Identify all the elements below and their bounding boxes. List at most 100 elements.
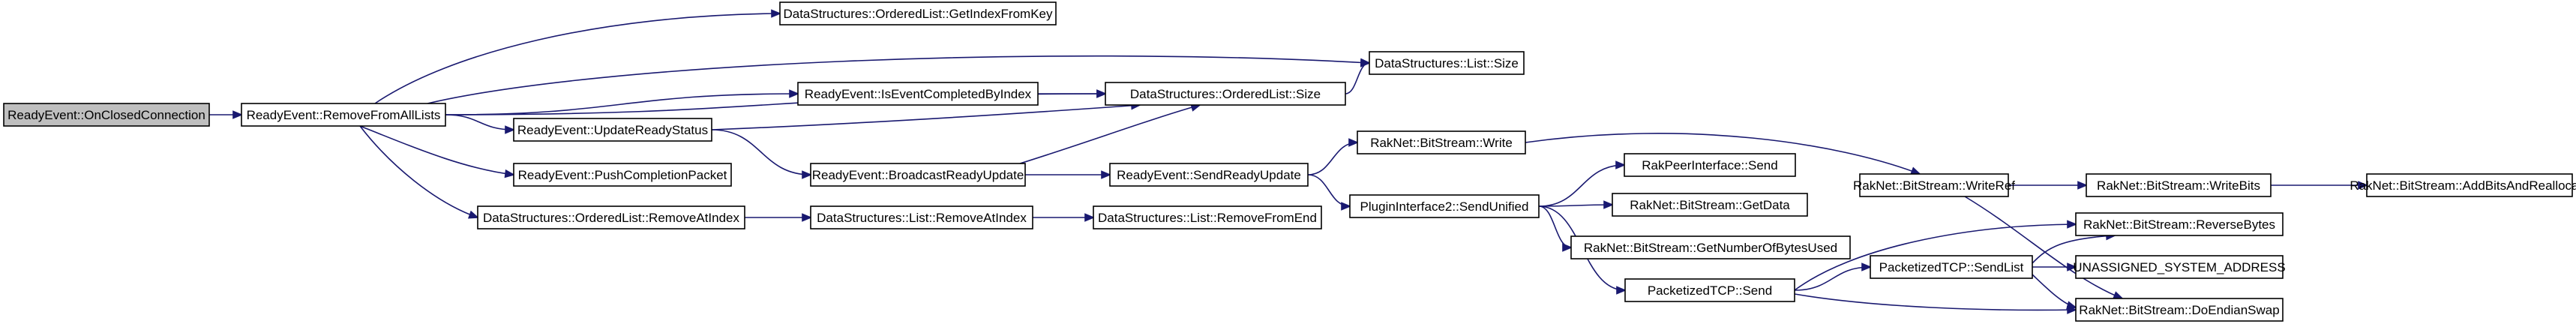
graph-node[interactable]: ReadyEvent::SendReadyUpdate: [1109, 163, 1309, 187]
node-box: [1093, 206, 1322, 230]
node-label: DataStructures::List::Size: [1375, 56, 1519, 70]
node-box: [1859, 173, 2009, 197]
graph-node[interactable]: RakNet::BitStream::DoEndianSwap: [2075, 298, 2284, 322]
node-label: ReadyEvent::SendReadyUpdate: [1117, 168, 1301, 182]
node-label: PacketizedTCP::Send: [1648, 284, 1772, 298]
node-box: [2075, 212, 2284, 236]
node-label: PacketizedTCP::SendList: [1879, 260, 2024, 274]
graph-node[interactable]: UNASSIGNED_SYSTEM_ADDRESS: [2073, 255, 2286, 279]
edge-n1-to-n4: [445, 89, 800, 116]
node-label: ReadyEvent::OnClosedConnection: [7, 108, 205, 122]
node-label: RakNet::BitStream::AddBitsAndReallocate: [2350, 178, 2576, 193]
node-label: DataStructures::OrderedList::GetIndexFro…: [783, 7, 1053, 21]
node-box: [513, 163, 732, 187]
edge-n0-to-n1: [209, 110, 244, 119]
node-label: DataStructures::List::RemoveAtIndex: [817, 211, 1027, 225]
edge-n8-to-n10: [745, 213, 813, 222]
node-label: ReadyEvent::IsEventCompletedByIndex: [805, 87, 1032, 101]
node-box: [810, 206, 1033, 230]
graph-node[interactable]: ReadyEvent::IsEventCompletedByIndex: [797, 82, 1039, 106]
graph-node[interactable]: PluginInterface2::SendUnified: [1349, 194, 1540, 218]
node-label: ReadyEvent::UpdateReadyStatus: [517, 123, 708, 137]
edge-n19-to-n20: [2008, 181, 2089, 190]
node-label: DataStructures::OrderedList::Size: [1130, 87, 1321, 101]
edge-n6-to-n9: [711, 129, 813, 179]
node-box: [1570, 236, 1851, 260]
edge-n1-to-n6: [445, 114, 516, 134]
node-box: [1349, 194, 1540, 218]
edge-n10-to-n11: [1033, 213, 1096, 222]
graph-node[interactable]: RakNet::BitStream::GetData: [1612, 193, 1808, 217]
graph-node[interactable]: RakNet::BitStream::GetNumberOfBytesUsed: [1570, 236, 1851, 260]
edge-n18-to-n25: [1794, 293, 2078, 314]
graph-node[interactable]: RakPeerInterface::Send: [1624, 153, 1796, 177]
node-label: RakNet::BitStream::WriteRef: [1853, 178, 2015, 193]
edge-n23-to-n24: [2032, 262, 2078, 272]
node-label: PluginInterface2::SendUnified: [1360, 200, 1529, 214]
edge-n1-to-n2: [374, 9, 782, 104]
edge-n14-to-n16: [1538, 200, 1615, 209]
node-label: ReadyEvent::BroadcastReadyUpdate: [812, 168, 1024, 182]
graph-node[interactable]: DataStructures::List::RemoveFromEnd: [1093, 206, 1322, 230]
node-box: [241, 103, 446, 127]
edge-n12-to-n13: [1307, 138, 1360, 176]
graph-node[interactable]: RakNet::BitStream::AddBitsAndReallocate: [2350, 173, 2576, 197]
graph-node[interactable]: DataStructures::List::Size: [1369, 51, 1525, 75]
graph-node[interactable]: RakNet::BitStream::WriteRef: [1853, 173, 2015, 197]
node-box: [3, 103, 210, 127]
node-box: [477, 206, 745, 230]
graph-node[interactable]: RakNet::BitStream::WriteBits: [2086, 173, 2272, 197]
graph-node[interactable]: ReadyEvent::OnClosedConnection: [3, 103, 210, 127]
graph-node[interactable]: RakNet::BitStream::Write: [1357, 130, 1526, 154]
edge-n23-to-n25: [2032, 274, 2078, 310]
graph-node[interactable]: ReadyEvent::UpdateReadyStatus: [513, 118, 712, 142]
node-box: [1109, 163, 1309, 187]
node-box: [1870, 255, 2033, 279]
node-box: [797, 82, 1039, 106]
graph-node[interactable]: DataStructures::OrderedList::Size: [1105, 82, 1346, 106]
node-label: RakNet::BitStream::GetData: [1630, 198, 1790, 212]
edge-n12-to-n14: [1307, 174, 1352, 211]
graph-node[interactable]: PacketizedTCP::Send: [1624, 278, 1795, 302]
node-box: [1624, 153, 1796, 177]
node-box: [2075, 298, 2284, 322]
node-label: DataStructures::OrderedList::RemoveAtInd…: [483, 211, 740, 225]
edge-n1-to-n7: [359, 125, 516, 178]
edge-n20-to-n21: [2271, 181, 2369, 190]
node-box: [2366, 173, 2573, 197]
node-label: DataStructures::List::RemoveFromEnd: [1098, 211, 1317, 225]
node-box: [1369, 51, 1525, 75]
node-box: [513, 118, 712, 142]
edge-n1-to-n8: [359, 125, 479, 219]
edge-n14-to-n17: [1538, 206, 1573, 252]
edge-n14-to-n15: [1538, 160, 1627, 207]
node-label: UNASSIGNED_SYSTEM_ADDRESS: [2073, 260, 2285, 274]
node-label: RakNet::BitStream::Write: [1370, 136, 1513, 150]
graph-node[interactable]: DataStructures::List::RemoveAtIndex: [810, 206, 1033, 230]
graph-node[interactable]: PacketizedTCP::SendList: [1870, 255, 2033, 279]
graph-node[interactable]: ReadyEvent::PushCompletionPacket: [513, 163, 732, 187]
node-box: [1105, 82, 1346, 106]
graph-node[interactable]: RakNet::BitStream::ReverseBytes: [2075, 212, 2284, 236]
node-box: [1612, 193, 1808, 217]
node-box: [810, 163, 1026, 187]
graph-edges: [209, 9, 2369, 314]
node-label: ReadyEvent::RemoveFromAllLists: [247, 108, 441, 122]
node-box: [1624, 278, 1795, 302]
graph-node[interactable]: ReadyEvent::BroadcastReadyUpdate: [810, 163, 1026, 187]
graph-node[interactable]: DataStructures::OrderedList::RemoveAtInd…: [477, 206, 745, 230]
node-label: RakPeerInterface::Send: [1642, 158, 1777, 172]
graph-node[interactable]: ReadyEvent::RemoveFromAllLists: [241, 103, 446, 127]
node-box: [779, 2, 1057, 26]
node-label: RakNet::BitStream::WriteBits: [2097, 178, 2260, 193]
edge-n9-to-n5: [1019, 103, 1202, 164]
graph-node[interactable]: DataStructures::OrderedList::GetIndexFro…: [779, 2, 1057, 26]
edge-n18-to-n23: [1794, 262, 1873, 291]
edge-n9-to-n12: [1025, 170, 1112, 179]
node-label: RakNet::BitStream::ReverseBytes: [2083, 218, 2275, 232]
node-label: ReadyEvent::PushCompletionPacket: [518, 168, 727, 182]
edge-n19-to-n25: [1964, 196, 2124, 299]
edge-n4-to-n5: [1038, 89, 1108, 98]
